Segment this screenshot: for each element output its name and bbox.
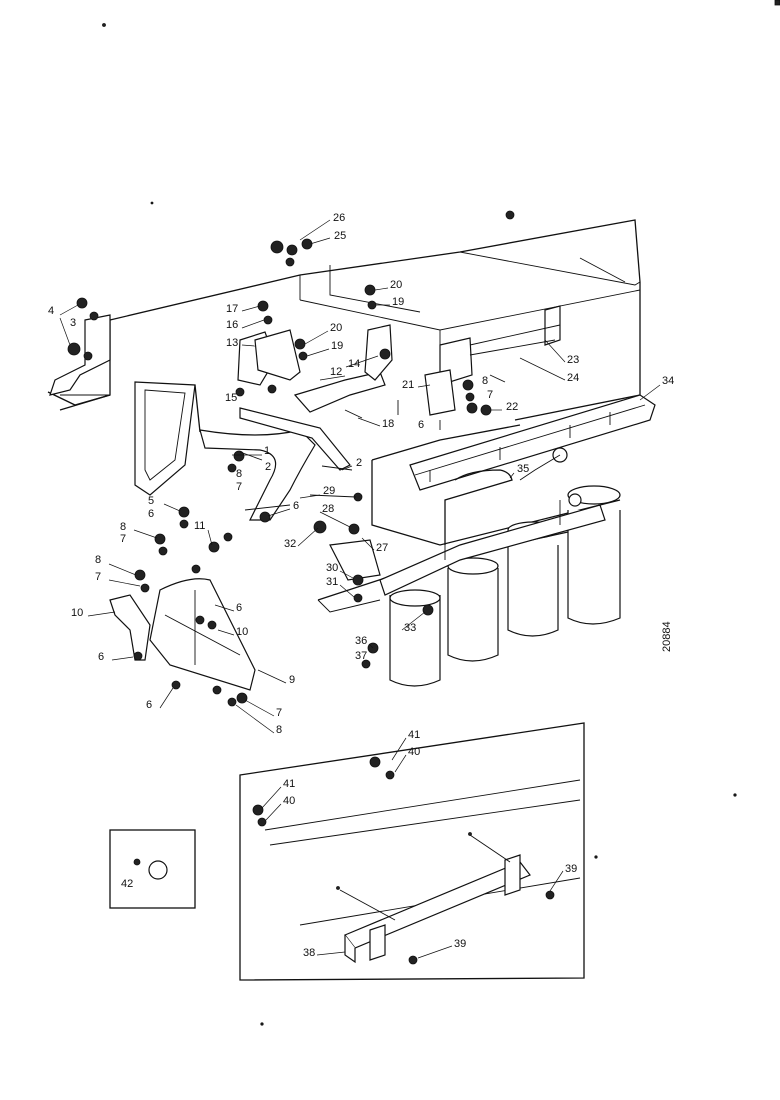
callout-39: 39 [454,938,466,950]
callout-26: 26 [333,212,345,224]
callout-38: 38 [303,947,315,959]
callout-7: 7 [120,533,126,545]
callout-41: 41 [408,729,420,741]
callout-6: 6 [418,419,424,431]
callout-27: 27 [376,542,388,554]
callout-10: 10 [71,607,83,619]
callout-15: 15 [225,392,237,404]
inset-detail-box [239,722,585,981]
motor-block-assembly [317,424,621,687]
callout-10: 10 [236,626,248,638]
callout-8: 8 [95,554,101,566]
callout-36: 36 [355,635,367,647]
callout-41: 41 [283,778,295,790]
callout-40: 40 [408,746,420,758]
callout-4: 4 [48,305,54,317]
callout-34: 34 [662,375,674,387]
sector-plate-9 [149,578,256,691]
callout-2: 2 [265,461,271,473]
callout-7: 7 [95,571,101,583]
cable-35 [444,469,513,545]
callout-40: 40 [283,795,295,807]
lever-10 [109,594,151,661]
callout-20: 20 [330,322,342,334]
bracket-27-32 [329,539,381,581]
callout-12: 12 [330,366,342,378]
small-inset-box [109,829,196,909]
callout-20: 20 [390,279,402,291]
bracket-21-24 [424,305,561,416]
callout-23: 23 [567,354,579,366]
callout-8: 8 [120,521,126,533]
callout-1: 1 [264,445,270,457]
callout-6: 6 [236,602,242,614]
callout-42: 42 [121,878,133,890]
link-arm-1 [199,407,351,521]
callout-5: 5 [148,495,154,507]
leader-lines [59,219,661,734]
callout-19: 19 [392,296,404,308]
callout-6: 6 [98,651,104,663]
callout-22: 22 [506,401,518,413]
callout-33: 33 [404,622,416,634]
callout-9: 9 [289,674,295,686]
callout-28: 28 [322,503,334,515]
callout-29: 29 [323,485,335,497]
bracket-13-17 [237,329,301,386]
callout-13: 13 [226,337,238,349]
callout-21: 21 [402,379,414,391]
left-bracket-group [49,314,111,396]
callout-2: 2 [356,457,362,469]
callout-19: 19 [331,340,343,352]
callout-6: 6 [148,508,154,520]
callout-8: 8 [236,468,242,480]
bracket-bar-34 [409,394,656,491]
callout-8: 8 [276,724,282,736]
callout-11: 11 [194,520,205,532]
callout-37: 37 [355,650,367,662]
callout-16: 16 [226,319,238,331]
callout-25: 25 [334,230,346,242]
left-mounting-frame [134,381,201,496]
callout-8: 8 [482,375,488,387]
small-inset-callouts: 42 [121,878,133,890]
callout-35: 35 [517,463,529,475]
callout-6: 6 [293,500,299,512]
callout-32: 32 [284,538,296,550]
callout-7: 7 [487,389,493,401]
stray-marks [102,0,780,1026]
callout-18: 18 [382,418,394,430]
callout-7: 7 [236,481,242,493]
callout-6: 6 [146,699,152,711]
callout-17: 17 [226,303,238,315]
callout-39: 39 [565,863,577,875]
inset-callouts: 41 40 41 40 39 38 39 [283,729,577,959]
callout-24: 24 [567,372,579,384]
callout-31: 31 [326,576,338,588]
callout-7: 7 [276,707,282,719]
callout-3: 3 [70,317,76,329]
bracket-12-14 [293,324,393,413]
callout-30: 30 [326,562,338,574]
fasteners [67,210,515,707]
drawing-number: 20884 [661,621,673,652]
callout-14: 14 [348,358,360,370]
